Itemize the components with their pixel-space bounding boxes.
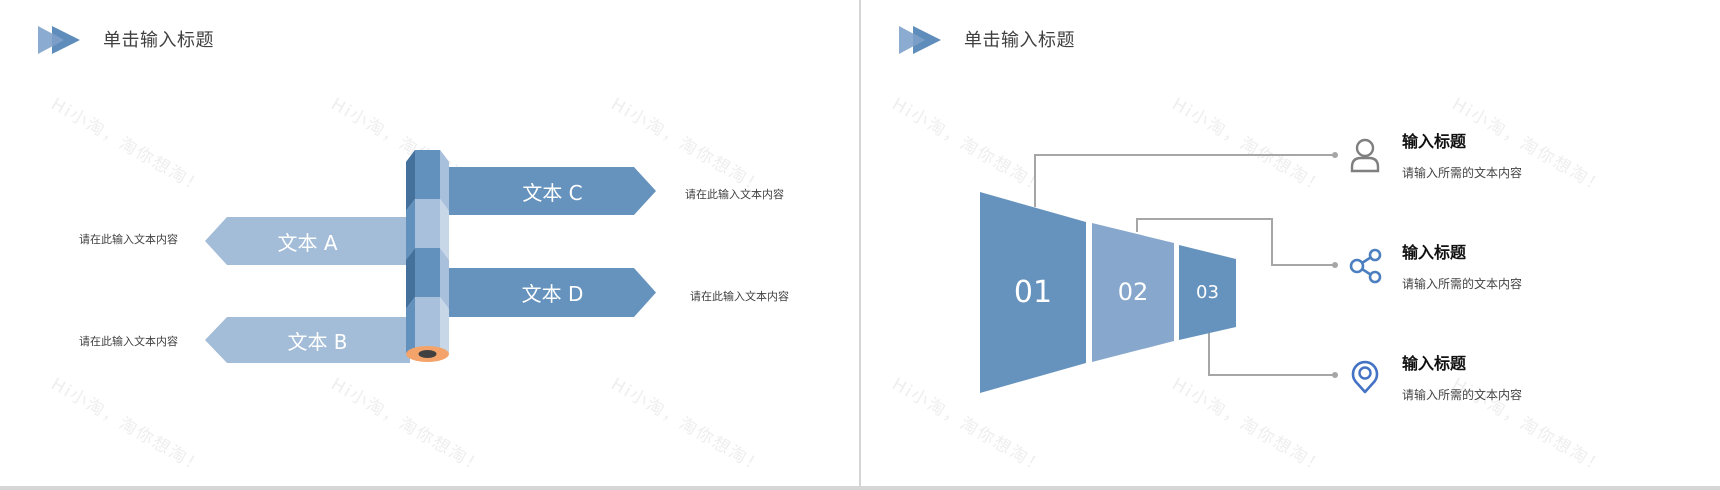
arrow-a[interactable]	[205, 217, 410, 265]
share-icon	[1349, 248, 1382, 284]
funnel-segment-3	[1179, 245, 1236, 340]
double-arrow-title-icon	[899, 26, 941, 54]
watermark: Hi小淘，淘你想淘！	[47, 94, 208, 199]
funnel-segment-3-label: 03	[1196, 281, 1219, 303]
item-3-description[interactable]: 请输入所需的文本内容	[1402, 388, 1523, 402]
user-icon	[1350, 138, 1380, 173]
arrow-d-description[interactable]: 请在此输入文本内容	[690, 290, 789, 303]
arrow-b-description[interactable]: 请在此输入文本内容	[79, 335, 178, 348]
arrow-d[interactable]	[448, 268, 656, 317]
slide-pencil-arrows[interactable]: Hi小淘，淘你想淘！ Hi小淘，淘你想淘！ Hi小淘，淘你想淘！ Hi小淘，淘你…	[0, 0, 859, 486]
watermark: Hi小淘，淘你想淘！	[327, 374, 488, 479]
funnel-segment-1	[980, 192, 1086, 393]
funnel-segment-1-label: 01	[1013, 274, 1053, 310]
arrow-c-description[interactable]: 请在此输入文本内容	[685, 188, 784, 201]
funnel-diagram	[980, 152, 1338, 393]
arrow-b[interactable]	[205, 317, 410, 363]
pencil-icon	[406, 150, 449, 362]
arrow-a-description[interactable]: 请在此输入文本内容	[79, 233, 178, 246]
arrow-b-label: 文本 B	[287, 329, 348, 354]
item-1-description[interactable]: 请输入所需的文本内容	[1402, 166, 1523, 180]
slide-title[interactable]: 单击输入标题	[103, 30, 214, 51]
arrow-d-label: 文本 D	[521, 282, 584, 306]
item-3-title[interactable]: 输入标题	[1402, 354, 1467, 373]
arrow-c-label: 文本 C	[522, 180, 583, 205]
location-pin-icon	[1351, 360, 1379, 394]
double-arrow-title-icon	[38, 26, 80, 54]
arrow-a-label: 文本 A	[277, 230, 338, 255]
arrow-c[interactable]	[448, 167, 656, 215]
funnel-segment-2	[1092, 223, 1174, 362]
watermark: Hi小淘，淘你想淘！	[607, 374, 768, 479]
funnel-segment-2-label: 02	[1117, 278, 1149, 306]
bottom-scrollbar-edge	[0, 486, 1720, 490]
slide-divider	[859, 0, 861, 486]
item-1-title[interactable]: 输入标题	[1402, 132, 1467, 151]
item-2-title[interactable]: 输入标题	[1402, 243, 1467, 262]
item-2-description[interactable]: 请输入所需的文本内容	[1402, 277, 1523, 291]
slide-title[interactable]: 单击输入标题	[964, 30, 1075, 51]
watermark: Hi小淘，淘你想淘！	[47, 374, 208, 479]
slide-funnel[interactable]: Hi小淘，淘你想淘！ Hi小淘，淘你想淘！ Hi小淘，淘你想淘！ Hi小淘，淘你…	[861, 0, 1720, 486]
